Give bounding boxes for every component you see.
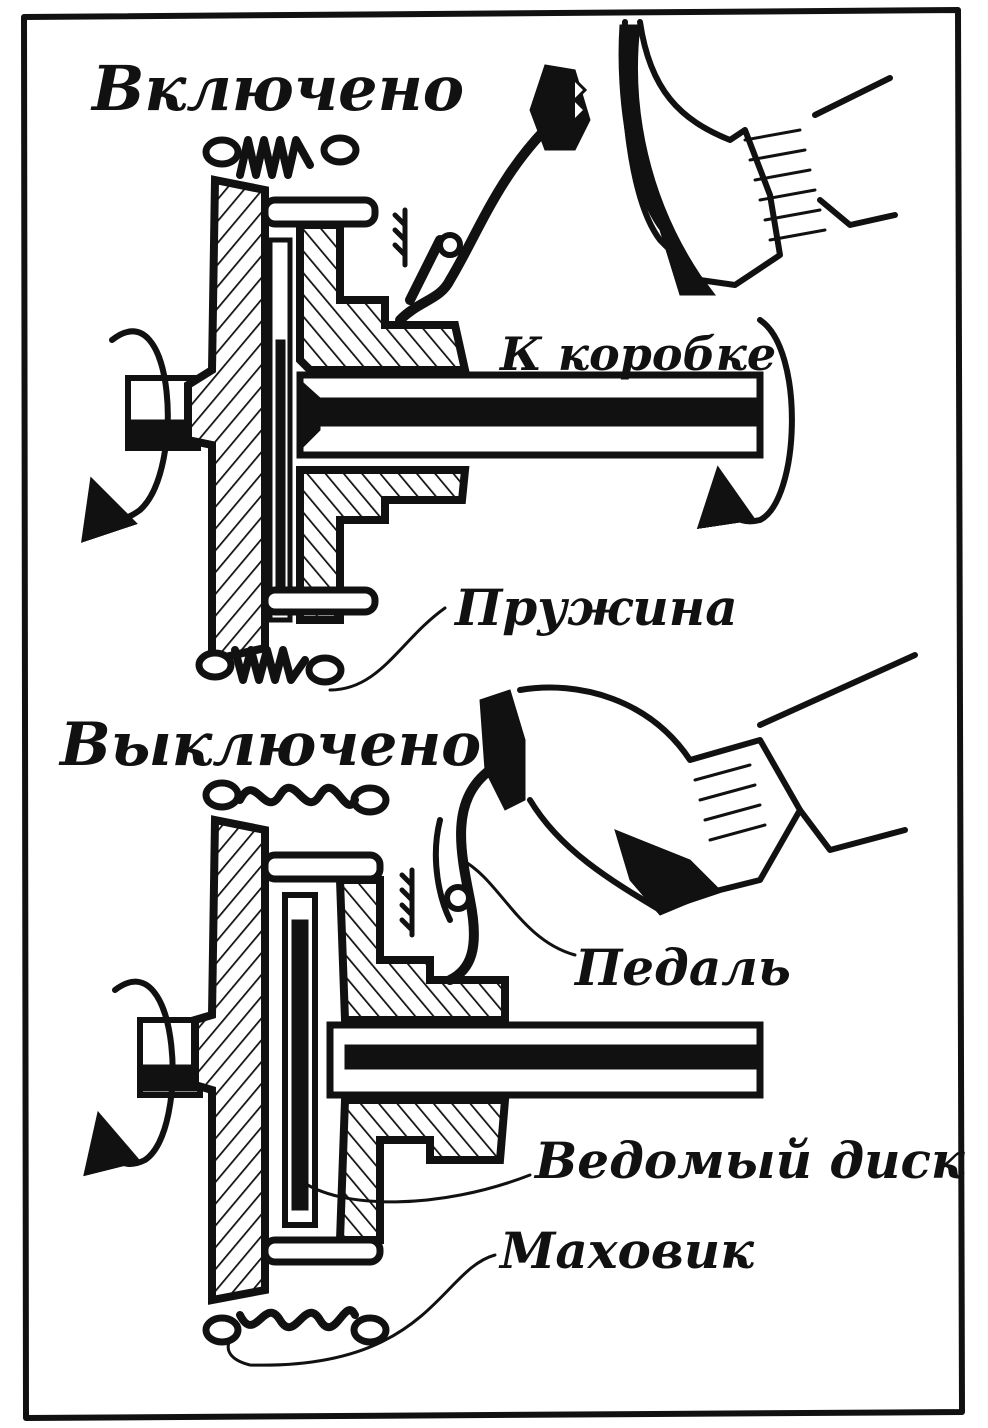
panel-engaged: Включено — [81, 19, 898, 692]
label-spring: Пружина — [453, 578, 738, 637]
pressure-plate-disengaged — [335, 876, 509, 1024]
frame-border — [21, 7, 965, 1421]
panel-title-engaged: Включено — [90, 52, 464, 125]
flywheel-disengaged — [191, 815, 269, 1305]
spring-bottom-disengaged — [202, 1306, 390, 1346]
panel-title-disengaged: Выключено — [58, 710, 481, 780]
pressure-plate-engaged — [296, 221, 470, 374]
output-shaft-disengaged — [326, 1021, 764, 1099]
flywheel-engaged — [184, 175, 269, 666]
label-driven-disc: Ведомый диск — [533, 1131, 966, 1190]
leader-line-spring — [328, 606, 447, 692]
label-flywheel: Маховик — [498, 1221, 755, 1280]
rotation-arrow-output — [696, 317, 795, 530]
label-pedal: Педаль — [573, 938, 791, 997]
pedal-disengaged — [399, 689, 526, 985]
output-shaft-engaged — [296, 371, 764, 459]
pedal-engaged — [392, 64, 591, 325]
label-gearbox-shaft: К коробке — [498, 327, 776, 381]
leader-line-pedal — [460, 858, 577, 957]
panel-disengaged: Выключено — [58, 652, 966, 1367]
spring-bottom-engaged — [195, 646, 345, 686]
shoe-disengaged — [517, 652, 918, 916]
leader-line-flywheel — [226, 1253, 497, 1367]
spring-top-disengaged — [202, 779, 390, 816]
rotation-arrow-input-disengaged — [83, 978, 176, 1177]
shoe-engaged — [618, 19, 898, 296]
rotation-arrow-input — [81, 328, 171, 543]
spring-top-engaged — [202, 134, 360, 179]
leader-line-driven-disc — [298, 1173, 532, 1204]
